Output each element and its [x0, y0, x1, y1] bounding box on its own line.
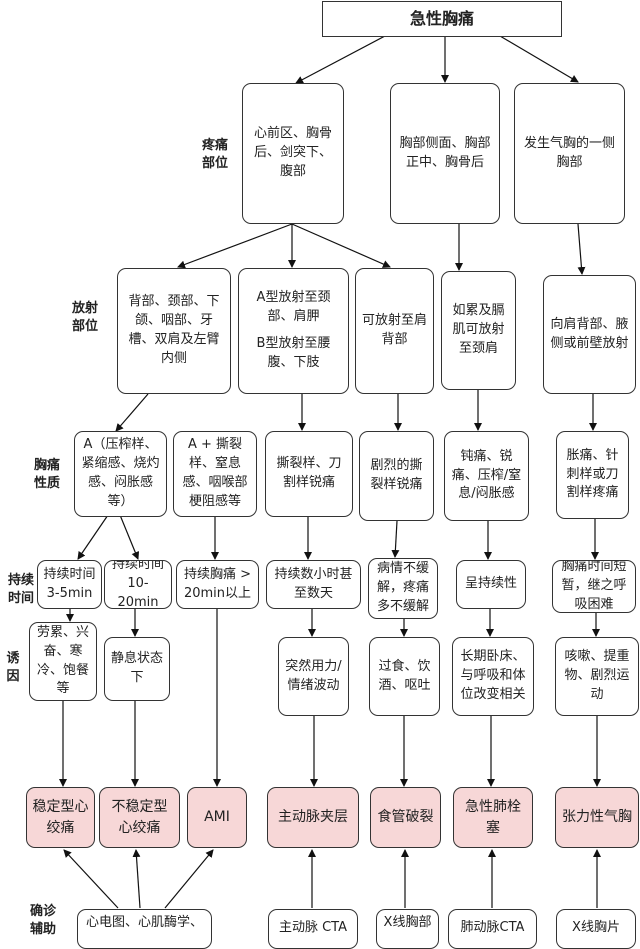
arrow [291, 223, 391, 268]
arrow [164, 849, 214, 909]
trigger-dissection-box: 突然用力/情绪波动 [278, 637, 349, 716]
duration-stable-box: 持续时间3-5min [37, 560, 102, 609]
arrow [499, 35, 579, 83]
location-pneumo-box: 发生气胸的一侧胸部 [514, 83, 625, 224]
arrow [177, 223, 293, 269]
arrow [119, 514, 140, 560]
trigger-stable-box: 劳累、兴奋、寒冷、饱餐等 [29, 622, 97, 701]
radiation-angina-box: 背部、颈部、下颌、咽部、牙槽、双肩及左臂内侧 [117, 268, 231, 394]
nature-a-plus-box: A + 撕裂样、窒息感、咽喉部梗阻感等 [173, 431, 257, 517]
diagnosis-ami-box: AMI [187, 787, 247, 848]
diagnosis-esophagus-box: 食管破裂 [370, 787, 441, 848]
nature-pneumo-box: 胀痛、针刺样或刀割样疼痛 [556, 431, 629, 519]
aux-cardiac-box: 心电图、心肌酶学、 [77, 909, 212, 949]
aux-pneumo-box: X线胸片 [556, 909, 636, 949]
nature-pe-box: 钝痛、锐痛、压榨/窒息/闷胀感 [444, 431, 529, 521]
arrow [295, 35, 386, 84]
trigger-unstable-box: 静息状态下 [104, 637, 170, 701]
radiation-pneumo-box: 向肩背部、腋侧或前壁放射 [543, 275, 636, 394]
diagnosis-stable-box: 稳定型心绞痛 [26, 787, 95, 848]
radiation-dissection-box: A型放射至颈部、肩胛 B型放射至腰腹、下肢 [238, 268, 349, 394]
arrow [63, 849, 119, 909]
radiation-dissection-b: B型放射至腰腹、下肢 [256, 336, 331, 370]
aux-esophagus-box: X线胸部 [376, 909, 439, 949]
title-box: 急性胸痛 [322, 1, 562, 37]
duration-pe-box: 呈持续性 [456, 560, 526, 609]
label-diagnosis: 确诊 辅助 [29, 904, 56, 937]
trigger-esophagus-box: 过食、饮酒、呕吐 [369, 637, 440, 716]
aux-pe-box: 肺动脉CTA [448, 909, 537, 949]
arrow [391, 520, 400, 558]
trigger-pneumo-box: 咳嗽、提重物、剧烈运动 [555, 637, 639, 716]
duration-esophagus-box: 病情不缓解，疼痛多不缓解 [368, 558, 438, 619]
radiation-pe-box: 如累及膈肌可放射至颈肩 [441, 271, 516, 390]
label-duration: 持续 时间 [7, 573, 34, 606]
radiation-esophagus-box: 可放射至肩背部 [355, 268, 434, 394]
duration-unstable-box: 持续时间10-20min [104, 560, 172, 609]
location-side-box: 胸部侧面、胸部正中、胸骨后 [390, 83, 500, 224]
diagnosis-pe-box: 急性肺栓塞 [453, 787, 533, 848]
diagnosis-dissection-box: 主动脉夹层 [267, 787, 359, 848]
radiation-dissection-a: A型放射至颈部、肩胛 [256, 290, 331, 325]
duration-ami-box: 持续胸痛 > 20min以上 [176, 560, 259, 609]
location-front-box: 心前区、胸骨后、剑突下、腹部 [242, 83, 344, 224]
arrow [77, 514, 109, 560]
aux-dissection-box: 主动脉 CTA [268, 909, 358, 949]
nature-dissection-box: 撕裂样、刀割样锐痛 [265, 431, 353, 517]
label-location: 疼痛 部位 [201, 138, 228, 171]
arrow [115, 393, 149, 432]
nature-esophagus-box: 剧烈的撕裂样锐痛 [359, 431, 434, 521]
duration-pneumo-box: 胸痛时间短暂，继之呼吸困难 [552, 560, 636, 613]
label-nature: 胸痛 性质 [33, 458, 60, 491]
arrow [577, 223, 586, 275]
diagnosis-unstable-box: 不稳定型心绞痛 [99, 787, 180, 848]
nature-a-box: A（压榨样、紧缩感、烧灼感、闷胀感等） [74, 431, 167, 517]
diagnosis-pneumo-box: 张力性气胸 [555, 787, 639, 848]
arrow [132, 849, 141, 909]
trigger-pe-box: 长期卧床、与呼吸和体位改变相关 [452, 637, 534, 716]
label-radiation: 放射 部位 [71, 301, 98, 334]
duration-dissection-box: 持续数小时甚至数天 [266, 560, 361, 609]
label-trigger: 诱 因 [6, 651, 20, 684]
